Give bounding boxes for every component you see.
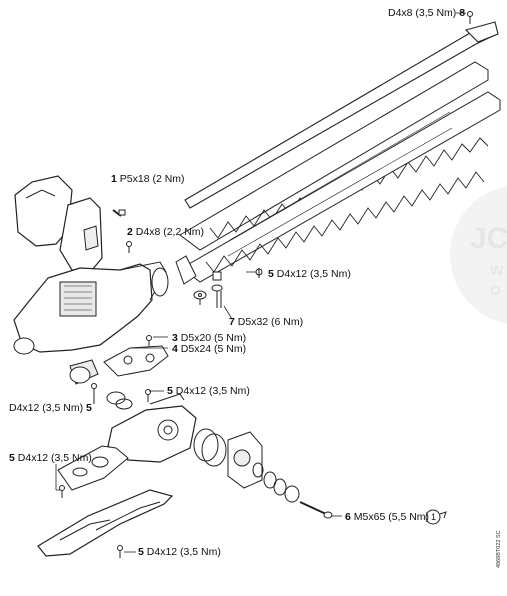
callout-3: 3 D5x20 (5 Nm) [172, 332, 246, 344]
callout-number: 8 [459, 7, 466, 19]
callout-text: D4x8 (3,5 Nm) [388, 7, 457, 19]
callout-text: D4x12 (3,5 Nm) [17, 452, 92, 464]
callout-7: 7 D5x32 (6 Nm) [229, 316, 303, 328]
callout-number: 2 [127, 226, 133, 238]
gearbox-housing [107, 393, 300, 503]
cutter-blade-assembly [175, 11, 501, 285]
watermark-text: W [490, 262, 504, 278]
gear-assembly [91, 335, 169, 410]
callout-number: 5 [86, 402, 92, 414]
callout-text: P5x18 (2 Nm) [119, 173, 185, 185]
callout-text: D4x12 (3,5 Nm) [146, 546, 221, 558]
callout-text: D5x32 (6 Nm) [237, 316, 304, 328]
callout-number: 3 [172, 332, 178, 344]
callout-text: D4x8 (2,2 Nm) [135, 226, 205, 238]
callout-number: 5 [138, 546, 144, 558]
callout-number: 1 [111, 173, 117, 185]
callout-number: 5 [9, 452, 15, 464]
rotation-symbol: 1 [431, 512, 437, 522]
callout-text: D5x24 (5 Nm) [180, 343, 247, 355]
callout-5-housing: D4x12 (3,5 Nm) 5 [9, 402, 92, 414]
callout-text: D4x12 (3,5 Nm) [175, 385, 250, 397]
drawing-code: 4868BT022 SC [496, 530, 502, 568]
callout-5-blade: 5 D4x12 (3,5 Nm) [268, 268, 351, 280]
callout-text: D5x20 (5 Nm) [180, 332, 247, 344]
callout-number: 6 [345, 511, 351, 523]
callout-4: 4 D5x24 (5 Nm) [172, 343, 246, 355]
callout-5-bottom: 5 D4x12 (3,5 Nm) [138, 546, 221, 558]
callout-number: 5 [167, 385, 173, 397]
cover-screws [112, 209, 132, 253]
long-bolt [299, 501, 447, 525]
callout-2: 2 D4x8 (2,2 Nm) [127, 226, 204, 238]
callout-text: M5x65 (5,5 Nm) [353, 511, 430, 523]
callout-text: D4x12 (3,5 Nm) [9, 402, 84, 414]
callout-number: 5 [268, 268, 274, 280]
callout-5-gear: 5 D4x12 (3,5 Nm) [167, 385, 250, 397]
callout-number: 4 [172, 343, 178, 355]
callout-number: 7 [229, 316, 235, 328]
callout-5-plate: 5 D4x12 (3,5 Nm) [9, 452, 92, 464]
callout-6: 6 M5x65 (5,5 Nm) [345, 511, 429, 523]
upper-housing-covers [14, 175, 103, 271]
watermark-text: O [490, 282, 501, 298]
lower-mount-plate [57, 445, 129, 498]
motor-housing [13, 261, 169, 385]
callout-8: D4x8 (3,5 Nm) 8 [388, 7, 465, 19]
watermark-text: JC [470, 222, 507, 255]
watermark-disc [450, 186, 507, 324]
callout-leaders [55, 12, 466, 553]
bottom-cover [37, 489, 174, 558]
callout-text: D4x12 (3,5 Nm) [276, 268, 351, 280]
callout-1: 1 P5x18 (2 Nm) [111, 173, 185, 185]
